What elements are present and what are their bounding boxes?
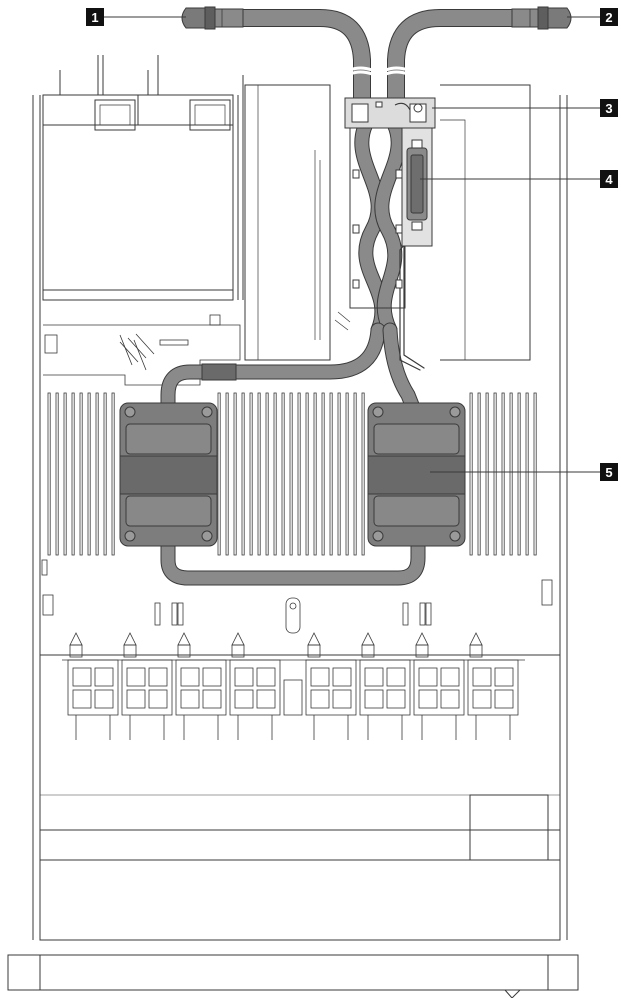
dimm-slot	[517, 392, 521, 556]
server-chassis	[32, 95, 568, 941]
dimm-slot	[63, 392, 67, 556]
quick-connector-left	[181, 6, 244, 30]
dimm-bank-center	[217, 392, 365, 556]
callout-1: 1	[86, 8, 104, 26]
callout-5: 5	[600, 463, 618, 481]
dimm-slot	[321, 392, 325, 556]
front-bezel	[7, 954, 579, 998]
fan-module	[229, 632, 281, 740]
dimm-slot	[509, 392, 513, 556]
dimm-slot	[337, 392, 341, 556]
leak-detection-module	[401, 127, 433, 247]
dimm-slot	[477, 392, 481, 556]
dimm-slot	[95, 392, 99, 556]
callout-4: 4	[600, 170, 618, 188]
dimm-slot	[469, 392, 473, 556]
dimm-slot	[257, 392, 261, 556]
fan-module	[413, 632, 465, 740]
dimm-slot	[249, 392, 253, 556]
dimm-slot	[87, 392, 91, 556]
dimm-slot	[353, 392, 357, 556]
fan-module	[359, 632, 411, 740]
callout-5-label: 5	[605, 465, 612, 480]
dimm-slot	[71, 392, 75, 556]
dimm-slot	[103, 392, 107, 556]
dimm-slot	[55, 392, 59, 556]
callout-4-label: 4	[605, 172, 613, 187]
dimm-slot	[225, 392, 229, 556]
dimm-slot	[501, 392, 505, 556]
cold-plate-cpu1	[119, 402, 218, 547]
dimm-slot	[329, 392, 333, 556]
callout-2-label: 2	[605, 10, 612, 25]
dimm-slot	[533, 392, 537, 556]
dimm-slot	[217, 392, 221, 556]
quick-connector-right	[511, 6, 572, 30]
fan-module	[67, 632, 119, 740]
callout-3: 3	[600, 99, 618, 117]
fan-module	[175, 632, 227, 740]
dimm-slot	[79, 392, 83, 556]
dimm-slot	[289, 392, 293, 556]
dimm-slot	[345, 392, 349, 556]
dimm-slot	[47, 392, 51, 556]
dimm-slot	[265, 392, 269, 556]
dimm-slot	[273, 392, 277, 556]
dimm-slot	[297, 392, 301, 556]
dimm-bank-left	[47, 392, 115, 556]
fan-row	[62, 632, 525, 740]
dimm-slot	[485, 392, 489, 556]
dimm-slot	[525, 392, 529, 556]
dimm-slot	[305, 392, 309, 556]
dimm-slot	[241, 392, 245, 556]
fan-module	[467, 632, 519, 740]
callout-2: 2	[600, 8, 618, 26]
dimm-bank-right	[469, 392, 537, 556]
dimm-slot	[493, 392, 497, 556]
hoses	[160, 8, 524, 586]
hose-holder	[344, 97, 436, 129]
callout-3-label: 3	[605, 101, 612, 116]
power-supply-bays	[42, 55, 244, 301]
fan-cage-center-connector	[283, 679, 303, 716]
dimm-slot	[313, 392, 317, 556]
riser-cage	[244, 84, 531, 361]
system-board-lower-detail	[41, 559, 553, 634]
dimm-slot	[233, 392, 237, 556]
dimm-slot	[281, 392, 285, 556]
fan-module	[305, 632, 357, 740]
dimm-slot	[111, 392, 115, 556]
fan-module	[121, 632, 173, 740]
callout-1-label: 1	[91, 10, 98, 25]
dimm-slot	[361, 392, 365, 556]
cold-plate-cpu2	[367, 402, 466, 547]
